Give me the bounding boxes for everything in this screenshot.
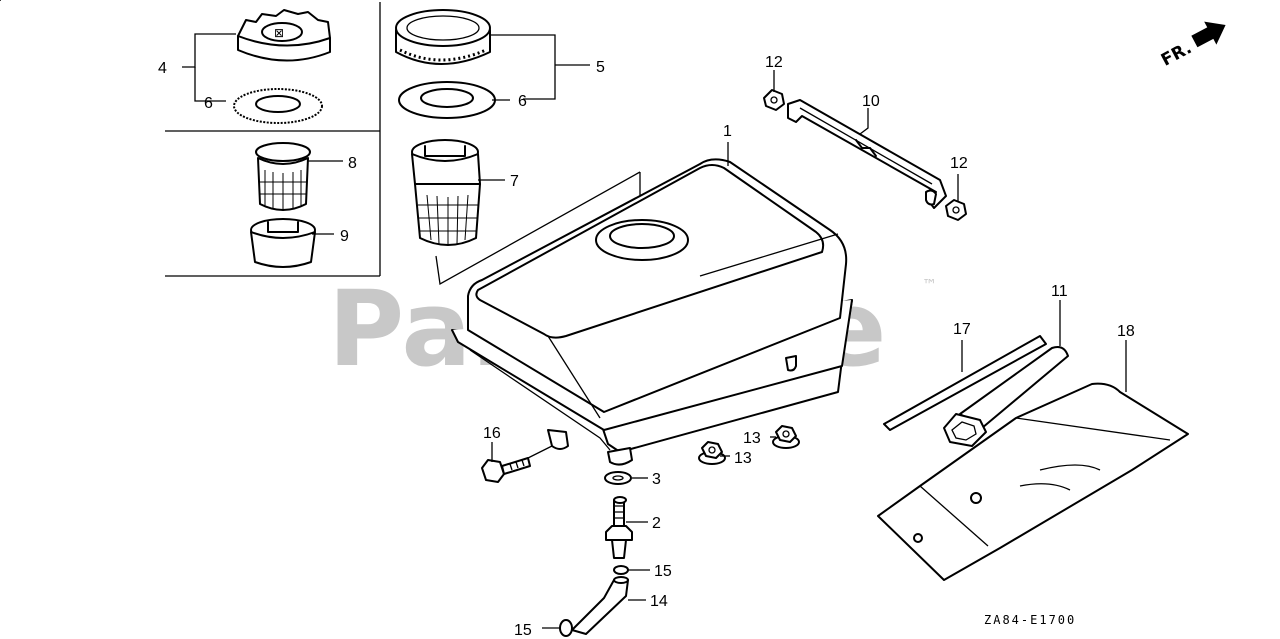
tank-bolt[interactable] — [481, 457, 531, 483]
diagram-code: ZA84-E1700 — [984, 613, 1076, 627]
arrow-right-icon — [1191, 21, 1226, 48]
callout-10: 10 — [862, 93, 880, 110]
callout-3: 3 — [652, 471, 661, 488]
strainer-collar[interactable] — [250, 218, 316, 268]
callout-15-lower: 15 — [514, 622, 532, 639]
callout-12-right: 12 — [950, 155, 968, 172]
tool-bag[interactable] — [877, 382, 1189, 581]
callout-16: 16 — [483, 425, 501, 442]
callout-11: 11 — [1051, 283, 1068, 300]
callout-labels: 4 6 5 6 8 9 7 1 10 12 12 11 17 18 16 3 2… — [158, 54, 1135, 639]
fuel-cap-small[interactable]: ⊠ — [237, 9, 331, 62]
hose-clip-upper[interactable] — [613, 565, 629, 575]
inset-frame — [165, 2, 381, 277]
flange-nut-left[interactable] — [698, 441, 726, 465]
watermark-trademark: ™ — [922, 276, 937, 294]
cap-gasket-right[interactable] — [398, 81, 496, 119]
cap-gasket-left[interactable] — [233, 88, 323, 124]
callout-5: 5 — [596, 59, 605, 76]
flange-nut-right[interactable] — [772, 425, 800, 449]
strainer-mesh[interactable] — [255, 142, 311, 211]
callout-14: 14 — [650, 593, 668, 610]
fuel-cap-large[interactable] — [395, 9, 491, 65]
tank-bracket[interactable] — [787, 99, 947, 209]
front-direction-indicator: FR. — [1158, 21, 1226, 71]
cap-symbol-icon: ⊠ — [274, 26, 284, 40]
hose-clip-lower[interactable] — [559, 619, 573, 637]
callout-15-upper: 15 — [654, 563, 672, 580]
fuel-hose[interactable] — [571, 576, 629, 635]
tool-rod[interactable] — [883, 335, 1047, 431]
callout-7: 7 — [510, 173, 519, 190]
callout-12-top: 12 — [765, 54, 783, 71]
bracket-nut-right[interactable] — [945, 199, 967, 221]
callout-17: 17 — [953, 321, 971, 338]
bracket-nut-top[interactable] — [763, 89, 785, 111]
callout-1: 1 — [723, 123, 732, 140]
callout-4: 4 — [158, 60, 167, 77]
callout-6-left: 6 — [204, 95, 213, 112]
fuel-tank[interactable] — [451, 158, 853, 466]
callout-9: 9 — [340, 228, 349, 245]
callout-13-right: 13 — [743, 430, 761, 447]
fuel-valve-washer[interactable] — [604, 471, 632, 485]
callout-6-right: 6 — [518, 93, 527, 110]
callout-2: 2 — [652, 515, 661, 532]
front-label: FR. — [1158, 38, 1195, 70]
callout-18: 18 — [1117, 323, 1135, 340]
callout-13-left: 13 — [734, 450, 752, 467]
callout-8: 8 — [348, 155, 357, 172]
tank-strainer[interactable] — [0, 0, 481, 246]
fuel-outlet-valve[interactable] — [605, 496, 633, 559]
box-wrench[interactable] — [943, 346, 1069, 447]
callout-leader-lines — [182, 33, 1127, 629]
